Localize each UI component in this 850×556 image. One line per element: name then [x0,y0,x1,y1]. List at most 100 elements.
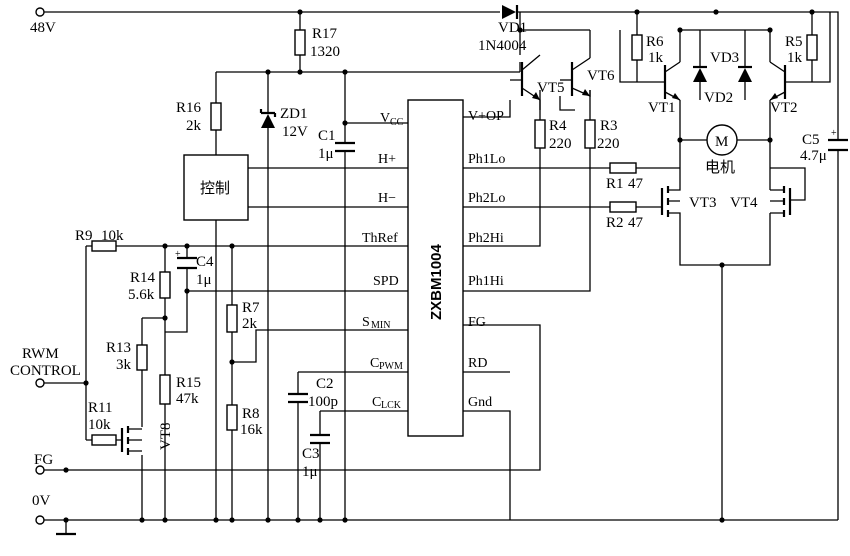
svg-text:R4: R4 [549,118,567,134]
pin-cpwm-sub: PWM [379,361,403,372]
pin-thref: ThRef [362,231,398,246]
resistor-r13 [136,344,148,371]
ic-zxbm1004: ZXBM1004 V CC H+ H− ThRef SPD S MIN C PW… [362,99,505,437]
svg-text:220: 220 [549,136,572,152]
svg-text:+: + [831,128,837,139]
svg-text:R6: R6 [646,34,664,50]
svg-text:VT6: VT6 [587,68,615,84]
resistor-r17 [294,29,306,56]
svg-text:C5: C5 [802,132,820,148]
svg-text:5.6k: 5.6k [128,287,155,303]
diode-vd2 [693,68,707,82]
pin-ph1hi: Ph1Hi [468,274,504,289]
svg-text:R16: R16 [176,100,202,116]
pin-vop: V+OP [468,109,504,124]
svg-text:R9: R9 [75,228,93,244]
terminal-rwm [35,378,45,388]
svg-text:VD2: VD2 [704,90,733,106]
svg-text:100p: 100p [308,394,338,410]
resistor-r1 [609,162,637,174]
svg-text:VD1: VD1 [498,20,527,36]
label-0v: 0V [32,493,51,509]
capacitor-c4 [177,256,197,270]
pin-ph2lo: Ph2Lo [468,191,505,206]
terminal-fg [35,465,45,475]
svg-text:VT8: VT8 [158,423,174,451]
junctions [63,9,815,523]
svg-text:R2: R2 [606,215,624,231]
motor-label: 电机 [705,158,735,176]
label-rwm-2: CONTROL [10,363,81,379]
resistor-r11 [91,434,117,446]
svg-text:10k: 10k [88,417,111,433]
pin-hminus: H− [378,191,396,206]
svg-text:R8: R8 [242,406,260,422]
svg-text:47: 47 [628,215,644,231]
resistor-r7 [226,304,238,333]
component-labels: VD1 1N4004 R17 1320 R16 2k ZD1 12V C1 1μ… [75,20,827,480]
motor: M 电机 [700,124,745,176]
svg-text:C1: C1 [318,128,336,144]
resistor-r6 [631,34,643,61]
label-48v: 48V [30,20,56,36]
pin-hplus: H+ [378,152,396,167]
terminal-48v [35,7,45,17]
pin-clck: C [372,395,381,410]
svg-text:4.7μ: 4.7μ [800,148,827,164]
svg-text:C2: C2 [316,376,334,392]
svg-text:VT2: VT2 [770,100,798,116]
motor-symbol: M [715,134,728,150]
capacitor-c5 [828,138,848,152]
capacitor-c2 [288,392,308,404]
resistor-r3 [584,119,596,149]
svg-text:2k: 2k [242,316,258,332]
svg-text:12V: 12V [282,124,308,140]
svg-text:VT3: VT3 [689,195,717,211]
pin-vcc: V [380,111,390,126]
resistor-r2 [609,201,637,213]
resistors [91,29,818,446]
pin-ph2hi: Ph2Hi [468,231,504,246]
capacitors: + + [175,128,848,445]
diode-vd3 [738,68,752,82]
svg-text:VT1: VT1 [648,100,676,116]
resistor-r15 [159,374,171,405]
svg-text:47: 47 [628,176,644,192]
resistor-r9 [91,240,117,252]
diode-vd1 [502,5,516,19]
svg-text:R11: R11 [88,400,112,416]
svg-text:3k: 3k [116,357,132,373]
ic-name: ZXBM1004 [428,243,445,320]
svg-text:ZD1: ZD1 [280,106,308,122]
svg-text:10k: 10k [101,228,124,244]
svg-text:1μ: 1μ [302,464,318,480]
pin-cpwm: C [370,356,379,371]
resistor-r4 [534,119,546,149]
capacitor-c3 [310,433,330,445]
svg-text:R1: R1 [606,176,624,192]
svg-text:R7: R7 [242,300,260,316]
capacitor-c1 [335,141,355,153]
svg-text:1μ: 1μ [196,272,212,288]
label-fg: FG [34,452,53,468]
svg-text:1320: 1320 [310,44,340,60]
pin-gnd: Gnd [468,395,492,410]
svg-text:1N4004: 1N4004 [478,38,527,54]
resistor-r16 [210,102,222,131]
resistor-r14 [159,271,171,299]
label-rwm-1: RWM [22,346,59,362]
pin-smin-sub: MIN [371,320,390,331]
terminals: 48V RWM CONTROL FG 0V [10,7,81,525]
svg-text:R13: R13 [106,340,131,356]
svg-text:VT5: VT5 [537,80,565,96]
pin-spd: SPD [373,274,399,289]
svg-text:R5: R5 [785,34,803,50]
terminal-0v [35,515,45,525]
pin-clck-sub: LCK [381,400,402,411]
svg-text:VD3: VD3 [710,50,739,66]
pin-ph1lo: Ph1Lo [468,152,505,167]
pin-smin: S [362,315,370,330]
pin-rd: RD [468,356,487,371]
control-block: 控制 [183,154,249,221]
